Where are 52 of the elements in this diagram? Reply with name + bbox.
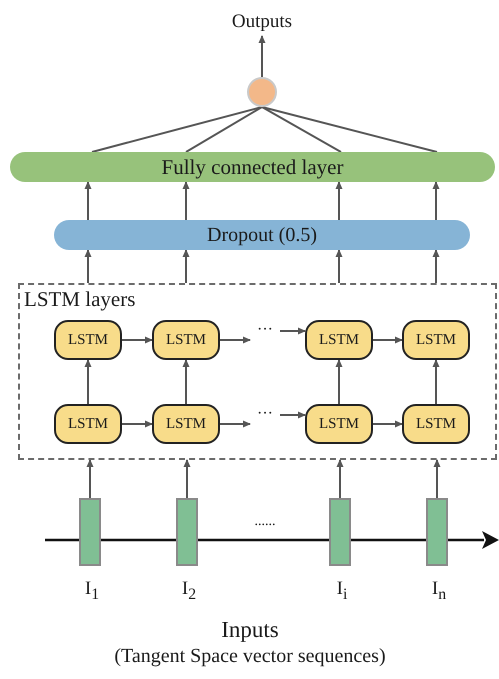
input-label: I$_{2}$	[180, 578, 198, 604]
lstm-cell: LSTM	[305, 404, 373, 444]
connector-line	[262, 106, 438, 153]
arrow	[434, 459, 440, 498]
arrow	[182, 359, 190, 404]
arrow	[280, 328, 306, 334]
arrow	[336, 359, 342, 404]
output-label: Outputs	[212, 8, 312, 36]
arrow	[432, 249, 440, 283]
lstm-cell: LSTM	[402, 404, 470, 444]
lstm-cell: LSTM	[54, 320, 122, 360]
arrow	[220, 336, 251, 344]
input-label: I$_{1}$	[84, 578, 100, 604]
arrow	[84, 249, 92, 283]
arrow	[432, 359, 440, 404]
arrow	[280, 412, 306, 418]
connector-line	[185, 106, 263, 153]
fully-connected-layer-bar: Fully connected layer	[10, 152, 495, 182]
arrow	[86, 459, 94, 498]
arrow	[84, 181, 92, 220]
group-heading: LSTM layers	[24, 287, 136, 312]
arrow	[432, 181, 440, 220]
lstm-cell: LSTM	[402, 320, 470, 360]
arrow	[84, 359, 92, 404]
arrow	[373, 336, 403, 344]
arrow	[182, 249, 190, 283]
lstm-layers-group	[18, 283, 497, 460]
lstm-cell: LSTM	[54, 404, 122, 444]
arrow	[122, 420, 153, 428]
input-label: I$_{n}$	[430, 578, 448, 604]
ellipsis: ···	[250, 321, 280, 341]
connector-line	[262, 106, 342, 153]
arrow	[373, 420, 403, 428]
arrow	[220, 420, 251, 428]
arrow	[336, 459, 344, 498]
arrow	[122, 336, 153, 344]
arrow	[182, 181, 190, 220]
lstm-cell: LSTM	[305, 320, 373, 360]
arrow	[184, 459, 190, 498]
connector-line	[92, 106, 262, 153]
dropout-layer-bar: Dropout (0.5)	[54, 220, 470, 250]
lstm-cell: LSTM	[152, 320, 220, 360]
ellipsis: ···	[250, 405, 280, 425]
inputs-caption: Inputs	[220, 617, 280, 643]
arrow	[336, 249, 342, 283]
arrow	[336, 181, 342, 220]
ellipsis: ......	[254, 514, 276, 530]
input-label: I$_{i}$	[336, 578, 348, 604]
output-node-circle	[247, 77, 277, 107]
lstm-cell: LSTM	[152, 404, 220, 444]
arrow	[258, 35, 266, 77]
inputs-description: (Tangent Space vector sequences)	[113, 645, 387, 668]
